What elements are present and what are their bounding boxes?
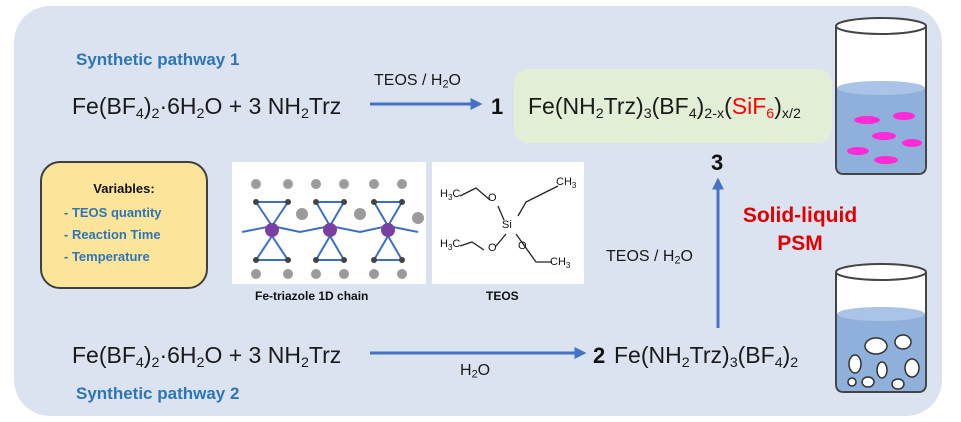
sif6-highlight: SiF — [731, 93, 767, 119]
product1-box — [514, 69, 832, 143]
teos-caption: TEOS — [486, 289, 519, 303]
formula-part: + 3 NH — [228, 93, 301, 119]
formula-sub: 2 — [300, 354, 309, 371]
formula-part: ( — [724, 93, 732, 119]
formula-sub: 2 — [681, 354, 690, 371]
variable-item: - TEOS quantity — [64, 205, 162, 220]
formula-part: (BF — [737, 342, 775, 368]
teos-label: Si — [502, 219, 512, 231]
teos-label: CH3 — [556, 176, 576, 190]
teos-label-sub: 3 — [447, 243, 453, 253]
formula-part: ) — [143, 93, 152, 119]
condition-sub: 2 — [442, 78, 449, 91]
condition-part: H — [460, 362, 472, 379]
variable-item: - Temperature — [64, 249, 150, 264]
teos-label: O — [518, 240, 527, 252]
teos-label-part: H — [440, 188, 448, 200]
teos-label-sub: 3 — [447, 193, 453, 203]
formula-part: Trz — [308, 93, 342, 119]
formula-part: ·6H — [159, 342, 197, 368]
variables-box: Variables: - TEOS quantity - Reaction Ti… — [40, 161, 208, 289]
formula-sub: 3 — [643, 105, 652, 122]
conversion-condition: TEOS / H2O — [606, 248, 693, 267]
pathway1-reactants: Fe(BF4)2·6H2O + 3 NH2Trz — [72, 93, 341, 122]
teos-label-part: CH — [550, 256, 566, 268]
teos-label: CH3 — [550, 256, 570, 270]
teos-label-part: CH — [556, 176, 572, 188]
product2-formula: Fe(NH2Trz)3(BF4)2 — [614, 342, 798, 371]
teos-structure-image: H3C O CH3 Si O H3C O CH3 — [432, 162, 584, 284]
condition-sub: 2 — [674, 254, 681, 267]
teos-label: O — [488, 192, 497, 204]
teos-label-sub: 3 — [565, 261, 571, 271]
formula-part: ) — [143, 342, 152, 368]
formula-sub: 4 — [135, 105, 144, 122]
formula-part: O — [204, 342, 223, 368]
psm-label: Solid-liquid PSM — [736, 204, 864, 256]
variables-title: Variables: — [93, 181, 155, 196]
teos-structure-icon — [459, 185, 559, 263]
product3-number: 3 — [711, 150, 724, 175]
beaker-top-icon — [835, 17, 927, 175]
pathway2-condition: H2O — [460, 362, 490, 381]
chain-caption: Fe-triazole 1D chain — [255, 289, 369, 303]
formula-sub: 4 — [688, 105, 697, 122]
formula-sub: 2 — [151, 354, 160, 371]
condition-part: O — [680, 248, 693, 265]
formula-part: Fe(BF — [72, 342, 136, 368]
formula-part: Fe(NH — [528, 93, 596, 119]
formula-part: ) — [782, 342, 791, 368]
psm-line2: PSM — [777, 232, 823, 255]
pathway1-condition: TEOS / H2O — [374, 72, 461, 91]
formula-part: Fe(NH — [614, 342, 682, 368]
sif6-sub: 6 — [766, 105, 775, 122]
formula-sub: 2 — [790, 354, 799, 371]
product1-number: 1 — [491, 94, 504, 119]
formula-sub: 2 — [300, 105, 309, 122]
fe-triazole-chain-image — [232, 162, 426, 284]
psm-line1: Solid-liquid — [742, 204, 858, 227]
formula-part: Trz) — [603, 93, 644, 119]
teos-label-part: H — [440, 238, 448, 250]
teos-label-sub: 3 — [571, 181, 577, 191]
teos-label: H3C — [440, 188, 460, 202]
formula-part: ·6H — [159, 93, 197, 119]
chain-structure-icon — [241, 179, 424, 279]
formula-part: ) — [774, 93, 782, 119]
pathway1-label: Synthetic pathway 1 — [76, 50, 240, 69]
formula-sub: x/2 — [781, 105, 801, 122]
teos-label-part: C — [452, 238, 461, 250]
product2-number: 2 — [593, 343, 606, 368]
condition-part: O — [448, 72, 461, 89]
formula-sub: 3 — [729, 354, 738, 371]
formula-sub: 2 — [196, 105, 205, 122]
formula-part: ) — [696, 93, 705, 119]
formula-part: Trz — [308, 342, 342, 368]
variable-item: - Reaction Time — [64, 227, 161, 242]
teos-label: H3C — [440, 238, 460, 252]
condition-sub: 2 — [471, 368, 478, 381]
formula-sub: 4 — [135, 354, 144, 371]
beaker-bottom-icon — [835, 263, 927, 393]
product1-formula: Fe(NH2Trz)3(BF4)2-x(SiF6)x/2 — [528, 93, 801, 122]
formula-part: O — [204, 93, 223, 119]
pathway2-reactants: Fe(BF4)2·6H2O + 3 NH2Trz — [72, 342, 341, 371]
formula-part: Fe(BF — [72, 93, 136, 119]
pathway2-label: Synthetic pathway 2 — [76, 384, 240, 403]
teos-label-part: C — [452, 188, 461, 200]
condition-part: TEOS / H — [606, 248, 675, 265]
formula-part: (BF — [651, 93, 689, 119]
formula-sub: 2 — [595, 105, 604, 122]
condition-part: O — [477, 362, 491, 379]
formula-sub: 2-x — [704, 105, 725, 122]
formula-part: + 3 NH — [228, 342, 301, 368]
formula-sub: 2 — [151, 105, 160, 122]
teos-label: O — [488, 242, 497, 254]
condition-part: TEOS / H — [374, 72, 443, 89]
formula-sub: 4 — [774, 354, 783, 371]
formula-sub: 2 — [196, 354, 205, 371]
formula-part: Trz) — [689, 342, 730, 368]
